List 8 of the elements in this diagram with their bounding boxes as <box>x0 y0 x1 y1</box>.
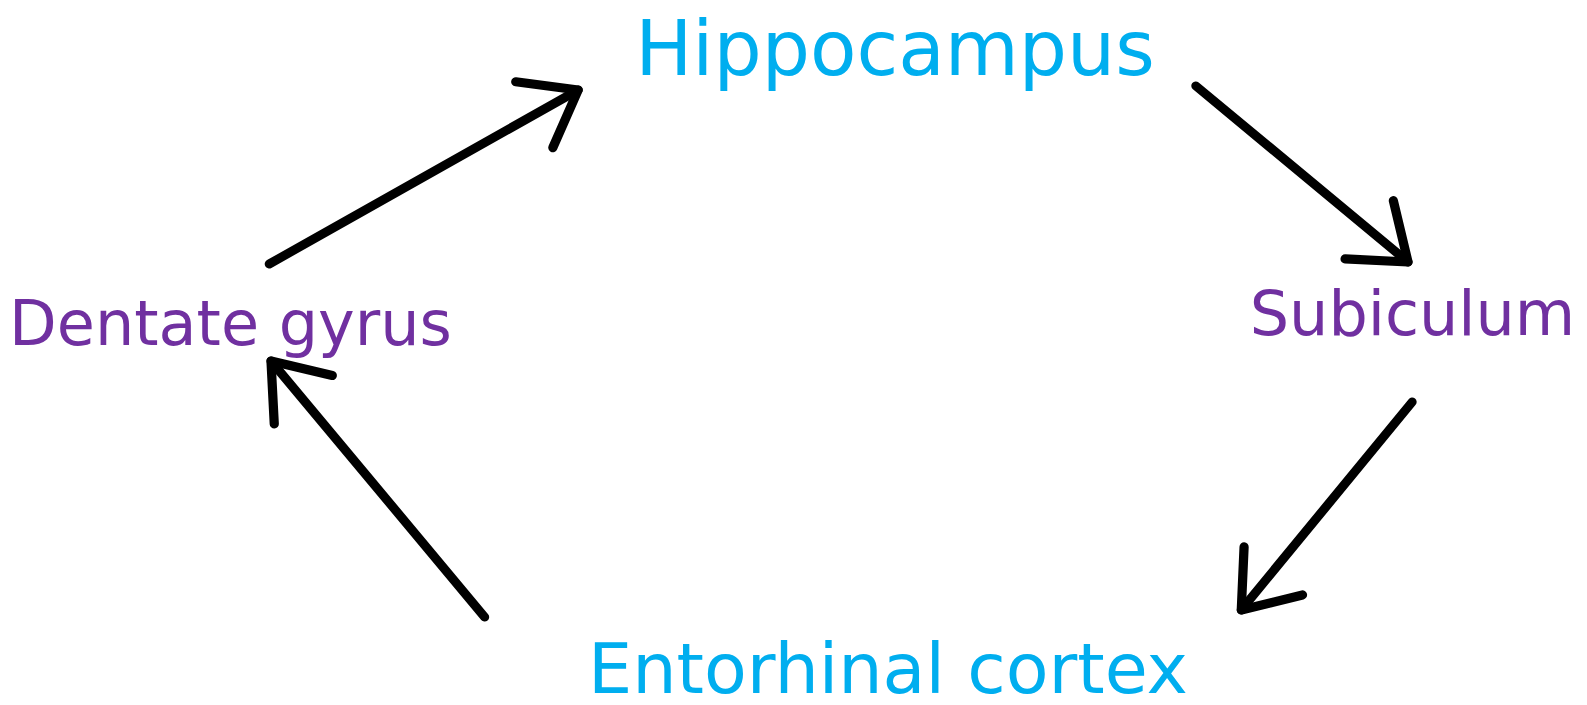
arrow <box>1191 81 1413 267</box>
node-label: Hippocampus <box>575 8 1215 90</box>
arrow <box>264 77 583 269</box>
arrow <box>1236 397 1417 615</box>
arrow <box>266 356 490 622</box>
node-label: Entorhinal cortex <box>480 608 1260 703</box>
node-label: Subiculum <box>1240 262 1585 402</box>
node-label: Dentate gyrus <box>8 262 453 362</box>
